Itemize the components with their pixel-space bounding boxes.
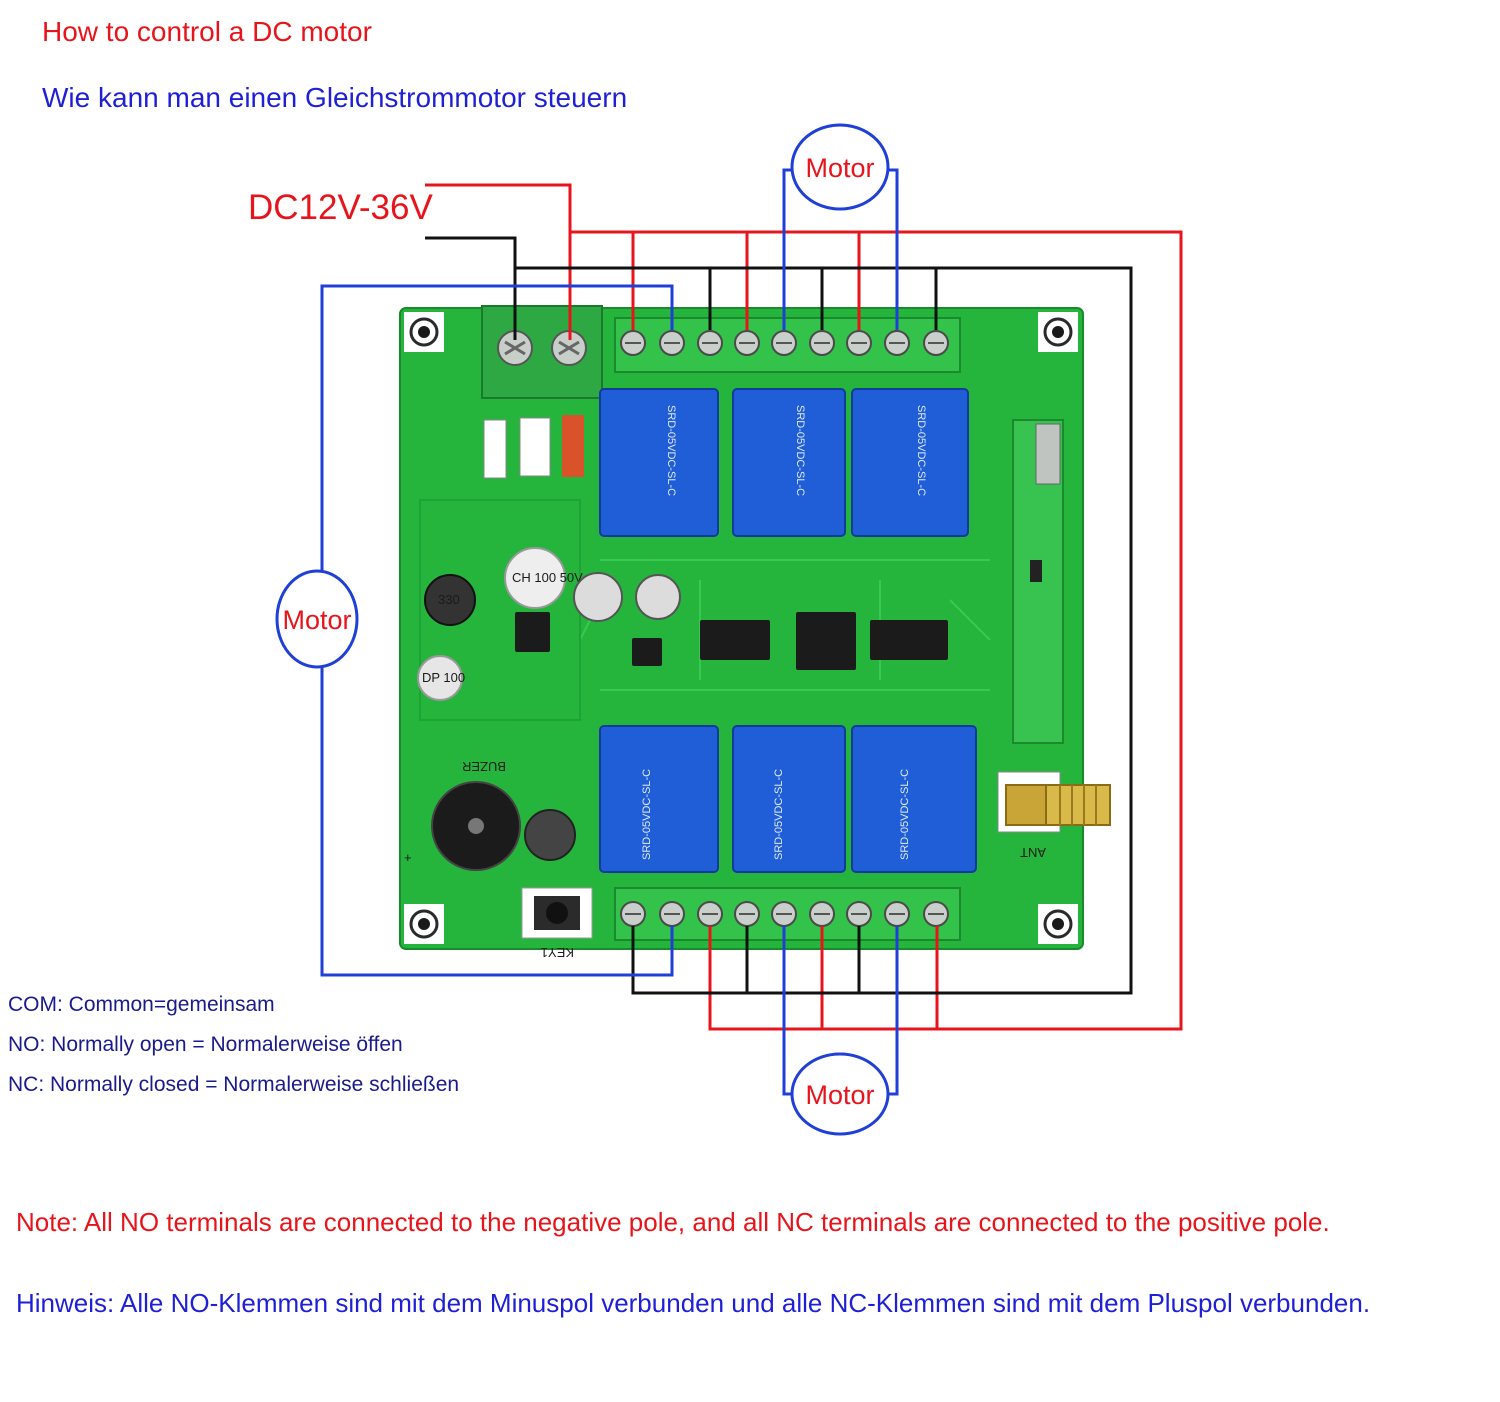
ic-chips <box>515 612 948 670</box>
key-button[interactable]: KEY1 <box>521 887 593 960</box>
relay-board: SRD-05VDC-SL-C SRD-05VDC-SL-C SRD-05VDC-… <box>399 305 1111 960</box>
motor-top: Motor <box>790 123 890 211</box>
antenna-connector: ANT <box>997 771 1111 860</box>
buzzer-plus-sign: + <box>404 850 412 865</box>
legend-no: NO: Normally open = Normalerweise öffen <box>8 1033 403 1056</box>
relays-top: SRD-05VDC-SL-C SRD-05VDC-SL-C SRD-05VDC-… <box>599 388 969 537</box>
title-german: Wie kann man einen Gleichstrommotor steu… <box>42 82 628 113</box>
relay-model-bottom-2: SRD-05VDC-SL-C <box>773 769 785 860</box>
buzzer: BUZER + <box>404 759 521 871</box>
note-german: Hinweis: Alle NO-Klemmen sind mit dem Mi… <box>16 1288 1371 1318</box>
capacitor-label-2: DP 100 <box>422 670 465 685</box>
legend-com: COM: Common=gemeinsam <box>8 993 275 1016</box>
bottom-terminal-strip[interactable] <box>614 887 961 941</box>
relay-model-top-1: SRD-05VDC-SL-C <box>665 405 677 496</box>
misc-components: CH 100 50V 330 DP 100 <box>417 415 681 861</box>
mounting-holes <box>404 312 1078 944</box>
relay-model-top-3: SRD-05VDC-SL-C <box>915 405 927 496</box>
motor-bottom-label: Motor <box>805 1080 874 1110</box>
relay-model-bottom-3: SRD-05VDC-SL-C <box>899 769 911 860</box>
motor-bottom: Motor <box>790 1052 890 1136</box>
note-english: Note: All NO terminals are connected to … <box>16 1207 1330 1237</box>
legend-nc: NC: Normally closed = Normalerweise schl… <box>8 1073 460 1096</box>
motor-left: Motor <box>275 569 359 669</box>
motor-left-label: Motor <box>282 605 351 635</box>
relays-bottom: SRD-05VDC-SL-C SRD-05VDC-SL-C SRD-05VDC-… <box>599 725 977 873</box>
power-terminal-block <box>481 305 603 399</box>
top-terminal-strip[interactable] <box>614 317 961 373</box>
motor-top-label: Motor <box>805 153 874 183</box>
positive-supply-wires <box>425 183 1183 1031</box>
buzzer-label: BUZER <box>462 759 506 774</box>
relay-model-top-2: SRD-05VDC-SL-C <box>794 405 806 496</box>
rf-module <box>1012 419 1064 744</box>
title-english: How to control a DC motor <box>42 16 372 47</box>
key-label: KEY1 <box>541 945 574 960</box>
capacitor-label-1: CH 100 50V <box>512 570 583 585</box>
antenna-label: ANT <box>1020 845 1046 860</box>
supply-voltage-label: DC12V-36V <box>248 188 433 227</box>
relay-model-bottom-1: SRD-05VDC-SL-C <box>641 769 653 860</box>
negative-supply-wires <box>425 236 1133 995</box>
inductor-label: 330 <box>438 592 460 607</box>
